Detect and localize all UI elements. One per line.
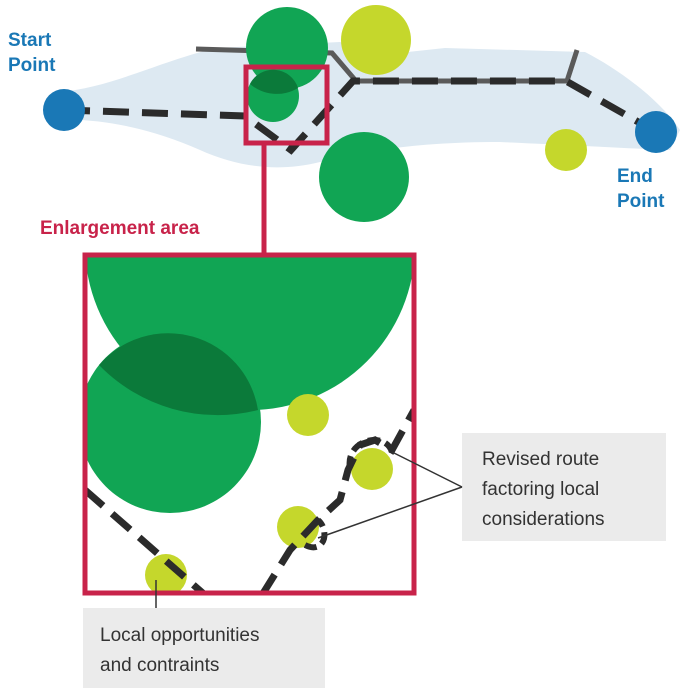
- revised-line1: Revised route: [482, 449, 599, 470]
- revised-callout-leader-1: [391, 451, 463, 488]
- enlarged-tree-overlap: [99, 333, 258, 416]
- local-line2: and contraints: [100, 655, 219, 676]
- revised-route-callout-box: [462, 433, 666, 541]
- end-point-label: End Point: [617, 166, 665, 212]
- route-corridor-area: [58, 42, 680, 168]
- enlarged-original-route: [85, 487, 208, 593]
- enlargement-area-label: Enlargement area: [40, 218, 200, 239]
- revised-line2: factoring local: [482, 479, 599, 500]
- start-label-line1: Start: [8, 30, 52, 51]
- enlargement-view: [85, 255, 414, 593]
- end-label-line1: End: [617, 166, 653, 187]
- local-opportunities-callout-text: Local opportunities and contraints: [100, 625, 265, 676]
- opportunity-circle-right: [545, 129, 587, 171]
- enlargement-frame: [82, 252, 417, 596]
- tree-canopy-lower: [319, 132, 409, 222]
- start-label-line2: Point: [8, 55, 56, 76]
- enlarged-opportunity-1: [287, 394, 329, 436]
- revised-route-detour-lower: [303, 517, 328, 551]
- enlarged-opportunity-2: [351, 448, 393, 490]
- revised-route-detour-upper: [346, 437, 395, 469]
- start-point-label: Start Point: [8, 30, 57, 76]
- enlarged-opportunity-3: [277, 506, 319, 548]
- revised-line3: considerations: [482, 509, 605, 530]
- end-point-marker: [635, 111, 677, 153]
- opportunity-circle-top: [341, 5, 411, 75]
- selection-frame: [243, 64, 330, 146]
- local-opportunities-callout-box: [83, 608, 325, 688]
- local-line1: Local opportunities: [100, 625, 260, 646]
- revised-callout-leader-2: [317, 486, 463, 539]
- end-label-line2: Point: [617, 191, 665, 212]
- start-point-marker: [43, 89, 85, 131]
- enlarged-revised-route: [259, 408, 414, 593]
- planned-route-dashed: [63, 77, 658, 155]
- revised-route-callout-text: Revised route factoring local considerat…: [482, 449, 605, 530]
- tree-canopy-overlap: [250, 69, 298, 94]
